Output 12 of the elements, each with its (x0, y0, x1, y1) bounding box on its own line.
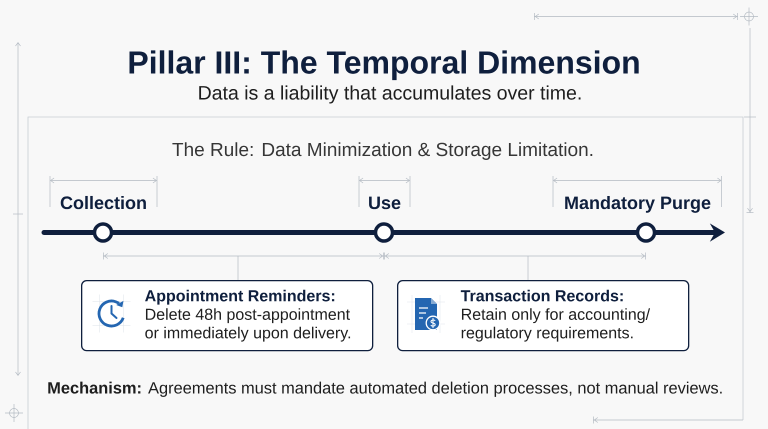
timeline-marker (636, 222, 656, 243)
info-box: Appointment Reminders: Delete 48h post-appointment or immediately upon delivery. (81, 280, 374, 352)
rule-text: The Rule: Data Minimization & Storage Limitation. (172, 142, 592, 160)
stage-label: Mandatory Purge (565, 196, 710, 213)
info-box: Transaction Records: Retain only for accounting/ regulatory requirements. (397, 280, 690, 352)
stage-label: Use (369, 196, 400, 210)
note-text: Mechanism: Agreements must mandate automated deletion processes, not manual reviews. (48, 382, 722, 397)
stage-label: Collection (60, 196, 146, 210)
timeline-marker (92, 222, 114, 243)
title: Pillar III: The Temporal Dimension (130, 50, 639, 80)
subtitle: Data is a liability that accumulates over time. (199, 85, 581, 104)
timeline-marker (374, 222, 394, 243)
